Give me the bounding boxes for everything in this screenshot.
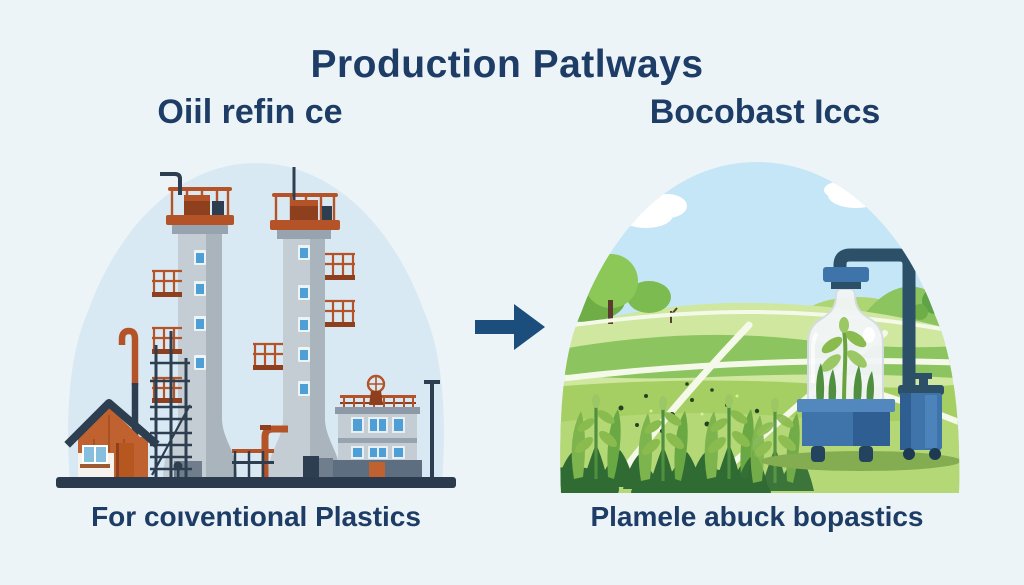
distillation-tower-right [253, 167, 355, 478]
building-door [369, 462, 385, 478]
house-window [80, 445, 110, 468]
house-door [118, 443, 134, 478]
building-windows [351, 417, 405, 459]
bioreactor [797, 248, 944, 462]
right-panel-caption: Plamele abuck bopastics [590, 501, 924, 532]
bottle-plant [816, 317, 874, 405]
planter-cart [797, 399, 895, 462]
arrow-right-icon [475, 304, 545, 350]
lamp-pole [424, 380, 440, 478]
factory-building [333, 374, 422, 478]
tower-windows [298, 245, 310, 396]
left-panel-caption: For coıventional Plastics [91, 501, 421, 532]
bioplastics-illustration [551, 153, 971, 493]
house [64, 399, 160, 478]
ground-valve [173, 461, 183, 479]
oil-refinery-illustration [56, 153, 456, 493]
tower-windows [194, 250, 206, 370]
bioreactor-pipe [833, 248, 916, 387]
left-panel-title: Oiil refin ce [157, 93, 343, 131]
rooftop-antenna [366, 374, 386, 405]
refinery-ground-line [56, 477, 456, 488]
page-title: Production Patlways [310, 43, 704, 86]
inter-tower-pipes [232, 425, 319, 478]
bioplastics-scene [560, 162, 960, 493]
oil-refinery-scene [56, 163, 456, 488]
house-roof [64, 399, 160, 448]
bottle-cap [823, 267, 869, 289]
bioreactor-bottle [807, 288, 884, 406]
transition-arrow [472, 299, 548, 355]
tower-top-pipe [160, 172, 182, 195]
tower-balconies [152, 269, 182, 403]
bioreactor-tank [898, 373, 944, 460]
crop-plants [560, 392, 816, 493]
right-panel-title: Bocobast Iccs [649, 93, 881, 131]
tower-balconies [253, 252, 355, 370]
scaffolding [150, 331, 192, 478]
